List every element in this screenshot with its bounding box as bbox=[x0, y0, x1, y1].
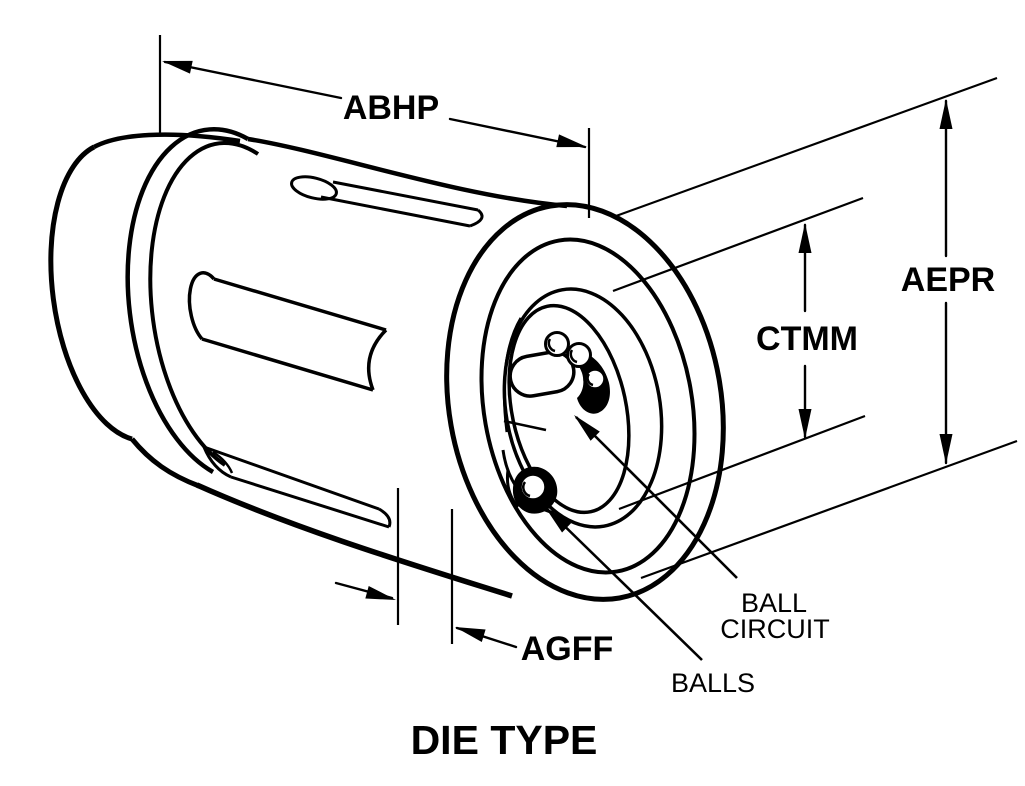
callout-ball-circuit-line1: BALL bbox=[741, 588, 807, 618]
arrowhead bbox=[574, 415, 600, 441]
dim-label-abhp: ABHP bbox=[343, 89, 439, 127]
bore-inner-line bbox=[503, 419, 547, 432]
aepr-extension-top bbox=[615, 76, 998, 218]
callout-balls: BALLS bbox=[671, 668, 755, 698]
arrowhead bbox=[545, 507, 572, 533]
ball-circuit-leader bbox=[575, 416, 738, 579]
top-slot bbox=[290, 175, 484, 228]
dim-label-ctmm: CTMM bbox=[756, 320, 858, 358]
dimension-lines bbox=[162, 60, 953, 649]
bore-ellipse bbox=[507, 303, 631, 515]
body-top-silhouette bbox=[247, 136, 568, 209]
ball-shading bbox=[547, 338, 556, 353]
figure-title: DIE TYPE bbox=[411, 717, 598, 763]
extension-lines bbox=[158, 35, 1018, 644]
callout-leaders bbox=[545, 415, 738, 661]
arrowhead bbox=[798, 223, 812, 253]
arrowhead bbox=[556, 134, 587, 148]
arrowhead bbox=[162, 60, 193, 74]
arrowhead bbox=[939, 99, 953, 129]
body-bottom-silhouette bbox=[195, 482, 513, 599]
bottom-slot bbox=[202, 445, 392, 529]
abhp-dim-line-left bbox=[163, 60, 343, 100]
arrowhead bbox=[939, 434, 953, 464]
dim-label-agff: AGFF bbox=[521, 630, 614, 668]
bore-depth-arc bbox=[502, 317, 523, 433]
ball-shading bbox=[522, 481, 531, 498]
callout-ball-circuit-line2: CIRCUIT bbox=[720, 614, 830, 644]
body-slots bbox=[187, 175, 484, 529]
middle-slot bbox=[187, 271, 388, 392]
rim-outer-arc bbox=[125, 127, 250, 474]
left-cap-bottom-silhouette bbox=[130, 437, 200, 489]
arrowhead bbox=[798, 409, 812, 439]
ball-return-track bbox=[508, 350, 576, 398]
lower-track-arc bbox=[506, 469, 520, 508]
ball-shading bbox=[586, 373, 594, 387]
labels: ABHP AEPR CTMM AGFF BALL CIRCUIT BALLS D… bbox=[343, 89, 995, 763]
bushing-face bbox=[444, 202, 726, 602]
dim-label-aepr: AEPR bbox=[901, 261, 995, 299]
ball-circuit-internals bbox=[506, 331, 610, 514]
left-cap-top-silhouette bbox=[92, 132, 241, 149]
face-rim-ellipse bbox=[479, 237, 697, 575]
arrowhead bbox=[455, 627, 486, 642]
arrowhead bbox=[365, 585, 396, 600]
face-outer-ellipse bbox=[444, 202, 726, 602]
balls-leader bbox=[546, 508, 703, 661]
ctmm-extension-top bbox=[612, 196, 864, 293]
aepr-extension-bottom bbox=[640, 439, 1018, 580]
ctmm-extension-bottom bbox=[618, 414, 866, 511]
ball-shading bbox=[569, 349, 578, 364]
bushing-body bbox=[48, 127, 568, 599]
rim-inner-arc bbox=[148, 140, 260, 467]
left-cap-edge bbox=[48, 144, 133, 442]
